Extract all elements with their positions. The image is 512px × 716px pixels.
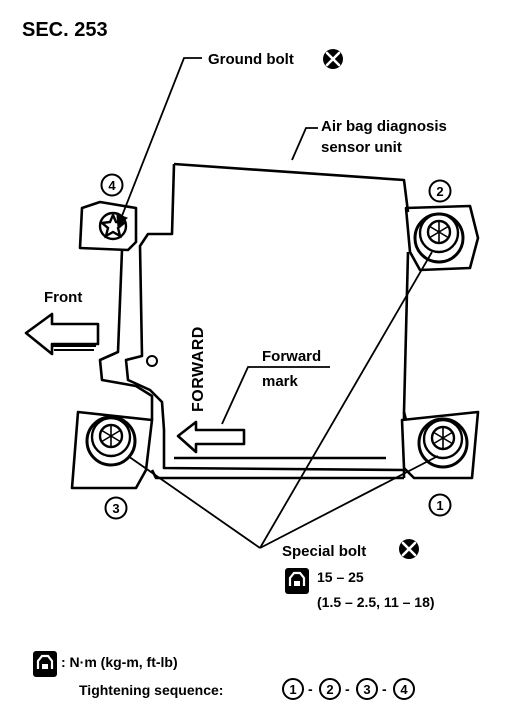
svg-text:2: 2 — [326, 682, 333, 697]
unit-label-line1: Air bag diagnosis — [321, 118, 447, 135]
sequence-step-2: 2 — [319, 678, 341, 700]
bolt-2 — [413, 212, 465, 264]
sequence-step-4: 4 — [393, 678, 415, 700]
bolt-1 — [417, 417, 469, 469]
torque-alt-units: (1.5 – 2.5, 11 – 18) — [317, 594, 435, 610]
special-bolt-do-not-reuse-icon — [399, 539, 419, 559]
svg-text:1: 1 — [436, 498, 443, 513]
forward-mark-label-line2: mark — [262, 373, 299, 390]
forward-mark-label-line1: Forward — [262, 348, 321, 365]
svg-text:4: 4 — [400, 682, 408, 697]
bolt-number-1: 1 — [428, 493, 452, 517]
svg-text:2: 2 — [436, 184, 443, 199]
sequence-step-3: 3 — [356, 678, 378, 700]
sequence-step-1: 1 — [282, 678, 304, 700]
svg-text:3: 3 — [363, 682, 370, 697]
leader-lines — [116, 57, 439, 549]
bolt-number-2: 2 — [428, 179, 452, 203]
bolt-number-3: 3 — [104, 496, 128, 520]
ground-bolt-label: Ground bolt — [208, 51, 294, 68]
torque-wrench-icon — [285, 568, 309, 594]
torque-range: 15 – 25 — [317, 569, 364, 585]
tightening-sequence-label: Tightening sequence: — [79, 682, 223, 698]
svg-text:1: 1 — [289, 682, 296, 697]
unit-label-line2: sensor unit — [321, 139, 402, 156]
sensor-unit-body — [124, 162, 410, 478]
ground-bolt-do-not-reuse-icon — [323, 49, 343, 69]
sequence-separator: - — [308, 681, 313, 697]
svg-text:3: 3 — [112, 501, 119, 516]
special-bolt-label: Special bolt — [282, 543, 366, 560]
bolt-number-4: 4 — [100, 173, 124, 197]
forward-text: FORWARD — [190, 326, 207, 412]
bolt-3 — [85, 415, 137, 467]
alignment-hole — [146, 355, 158, 367]
sequence-separator: - — [345, 681, 350, 697]
front-label: Front — [44, 289, 82, 306]
sequence-separator: - — [382, 681, 387, 697]
legend-torque-icon — [33, 651, 57, 677]
forward-mark-arrow — [176, 420, 246, 454]
svg-text:4: 4 — [108, 178, 116, 193]
front-arrow — [24, 312, 100, 356]
legend-units: : N·m (kg-m, ft-lb) — [61, 654, 178, 670]
section-title: SEC. 253 — [22, 19, 108, 41]
